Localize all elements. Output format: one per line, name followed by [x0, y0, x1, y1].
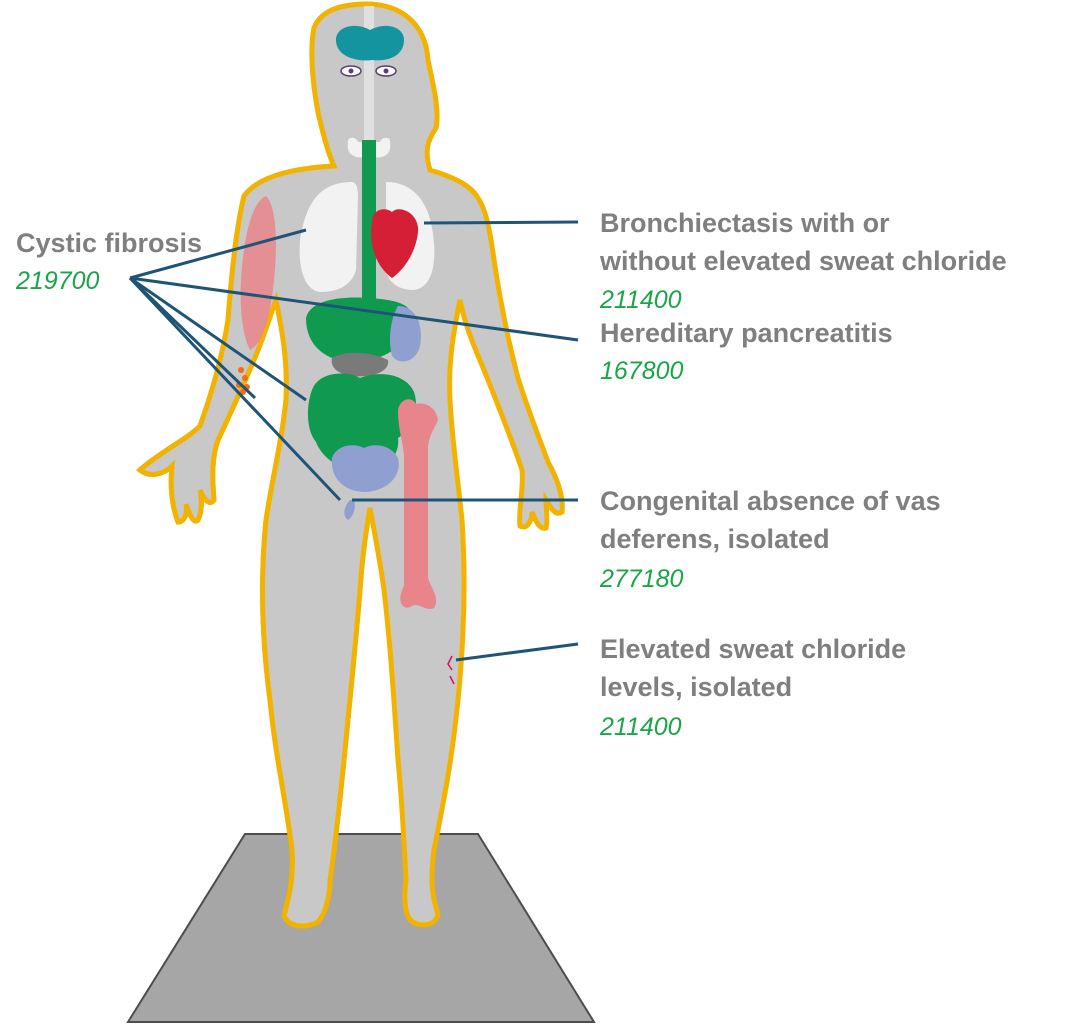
label-vas-deferens-line2: deferens, isolated [600, 522, 830, 556]
pointer-sweat-chloride [456, 644, 578, 660]
label-sweat-chloride-line1: Elevated sweat chloride [600, 632, 906, 666]
label-vas-deferens-line1: Congenital absence of vas [600, 484, 941, 518]
label-bronchiectasis-line2: without elevated sweat chloride [600, 244, 1007, 278]
floor-platform [128, 834, 594, 1022]
label-bronchiectasis-line1: Bronchiectasis with or [600, 206, 890, 240]
code-vas-deferens: 277180 [600, 564, 683, 594]
code-bronchiectasis: 211400 [600, 285, 682, 315]
code-sweat-chloride: 211400 [600, 712, 682, 742]
code-cystic-fibrosis: 219700 [16, 266, 99, 296]
pointer-bronchiectasis [424, 222, 578, 223]
label-pancreatitis: Hereditary pancreatitis [600, 316, 893, 350]
label-cystic-fibrosis: Cystic fibrosis [16, 226, 202, 260]
label-sweat-chloride-line2: levels, isolated [600, 670, 792, 704]
brain [336, 26, 404, 61]
code-pancreatitis: 167800 [600, 356, 683, 386]
